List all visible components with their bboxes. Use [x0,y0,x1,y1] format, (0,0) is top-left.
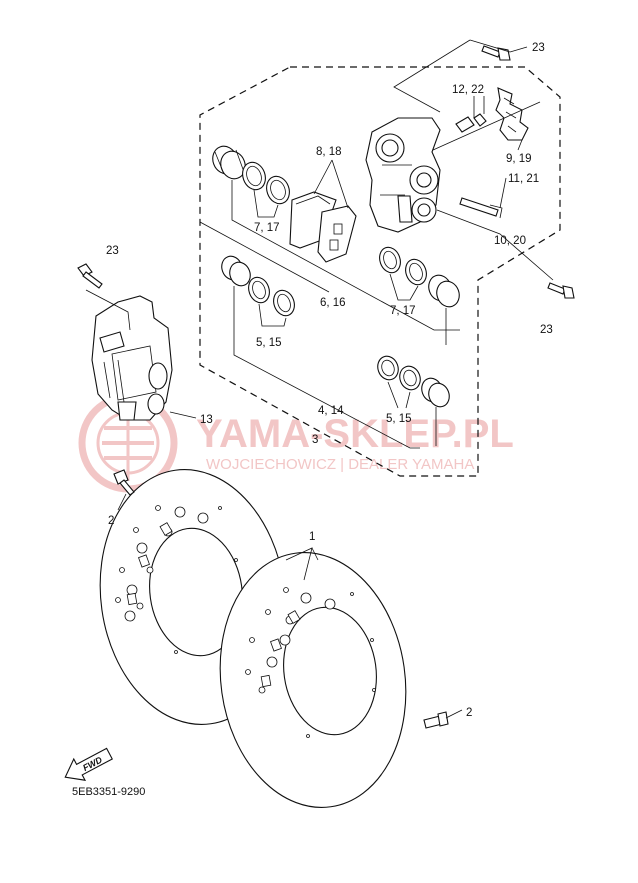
callout-12-22: 12, 22 [452,84,484,96]
caliper-seals-upper [212,145,290,205]
callout-6-16: 6, 16 [320,297,346,309]
bolt-23-right [547,282,575,299]
callout-8-18: 8, 18 [316,146,342,158]
bleed-screw [455,113,487,133]
caliper-seals-middle-right [379,246,460,308]
pad-pin [459,197,503,219]
seal-ring-7 [242,161,266,191]
callout-4-14: 4, 14 [318,405,344,417]
piston-upper-left [212,145,246,180]
callout-7-17-lower: 7, 17 [390,305,416,317]
watermark-sub-text: WOJCIECHOWICZ | DEALER YAMAHA [206,456,474,473]
caliper-seals-lower-right [377,355,450,408]
bolt-2-right [423,711,449,729]
callout-10-20: 10, 20 [494,235,526,247]
pad-spring [495,87,529,141]
caliper-seals-middle-left [221,255,295,317]
seal-ring-15 [273,289,295,317]
callout-23-top: 23 [532,42,545,54]
forward-arrow-icon: FWD [64,747,113,781]
piston-middle-left [221,255,251,287]
callout-11-21: 11, 21 [508,173,539,185]
bolt-23-left [77,263,103,289]
callout-23-left: 23 [106,245,119,257]
callout-2-right: 2 [466,707,472,719]
callout-2-left: 2 [108,515,114,527]
callout-3: 3 [312,434,318,446]
callout-1: 1 [309,531,315,543]
piston-middle-right [428,274,460,308]
brake-pad-set [289,191,357,263]
callout-5-15-lower: 5, 15 [386,413,412,425]
right-caliper-body [365,117,441,233]
callout-5-15-upper: 5, 15 [256,337,282,349]
callout-7-17-upper: 7, 17 [254,222,280,234]
left-caliper [91,295,173,421]
bolt-2-left [113,469,135,496]
callout-9-19: 9, 19 [506,153,532,165]
diagram-code: 5EB3351-9290 [72,786,145,798]
caliper-assembly-outline [199,66,561,477]
leader-lines [85,39,554,719]
callout-23-right: 23 [540,324,553,336]
brake-disc-right [219,552,407,808]
piston-lower-right [421,377,450,408]
seal-ring-17 [266,175,290,205]
callout-labels: 1 2 2 3 4, 14 5, 15 5, 15 6, 16 7, 17 7,… [106,42,553,719]
callout-13: 13 [200,414,213,426]
